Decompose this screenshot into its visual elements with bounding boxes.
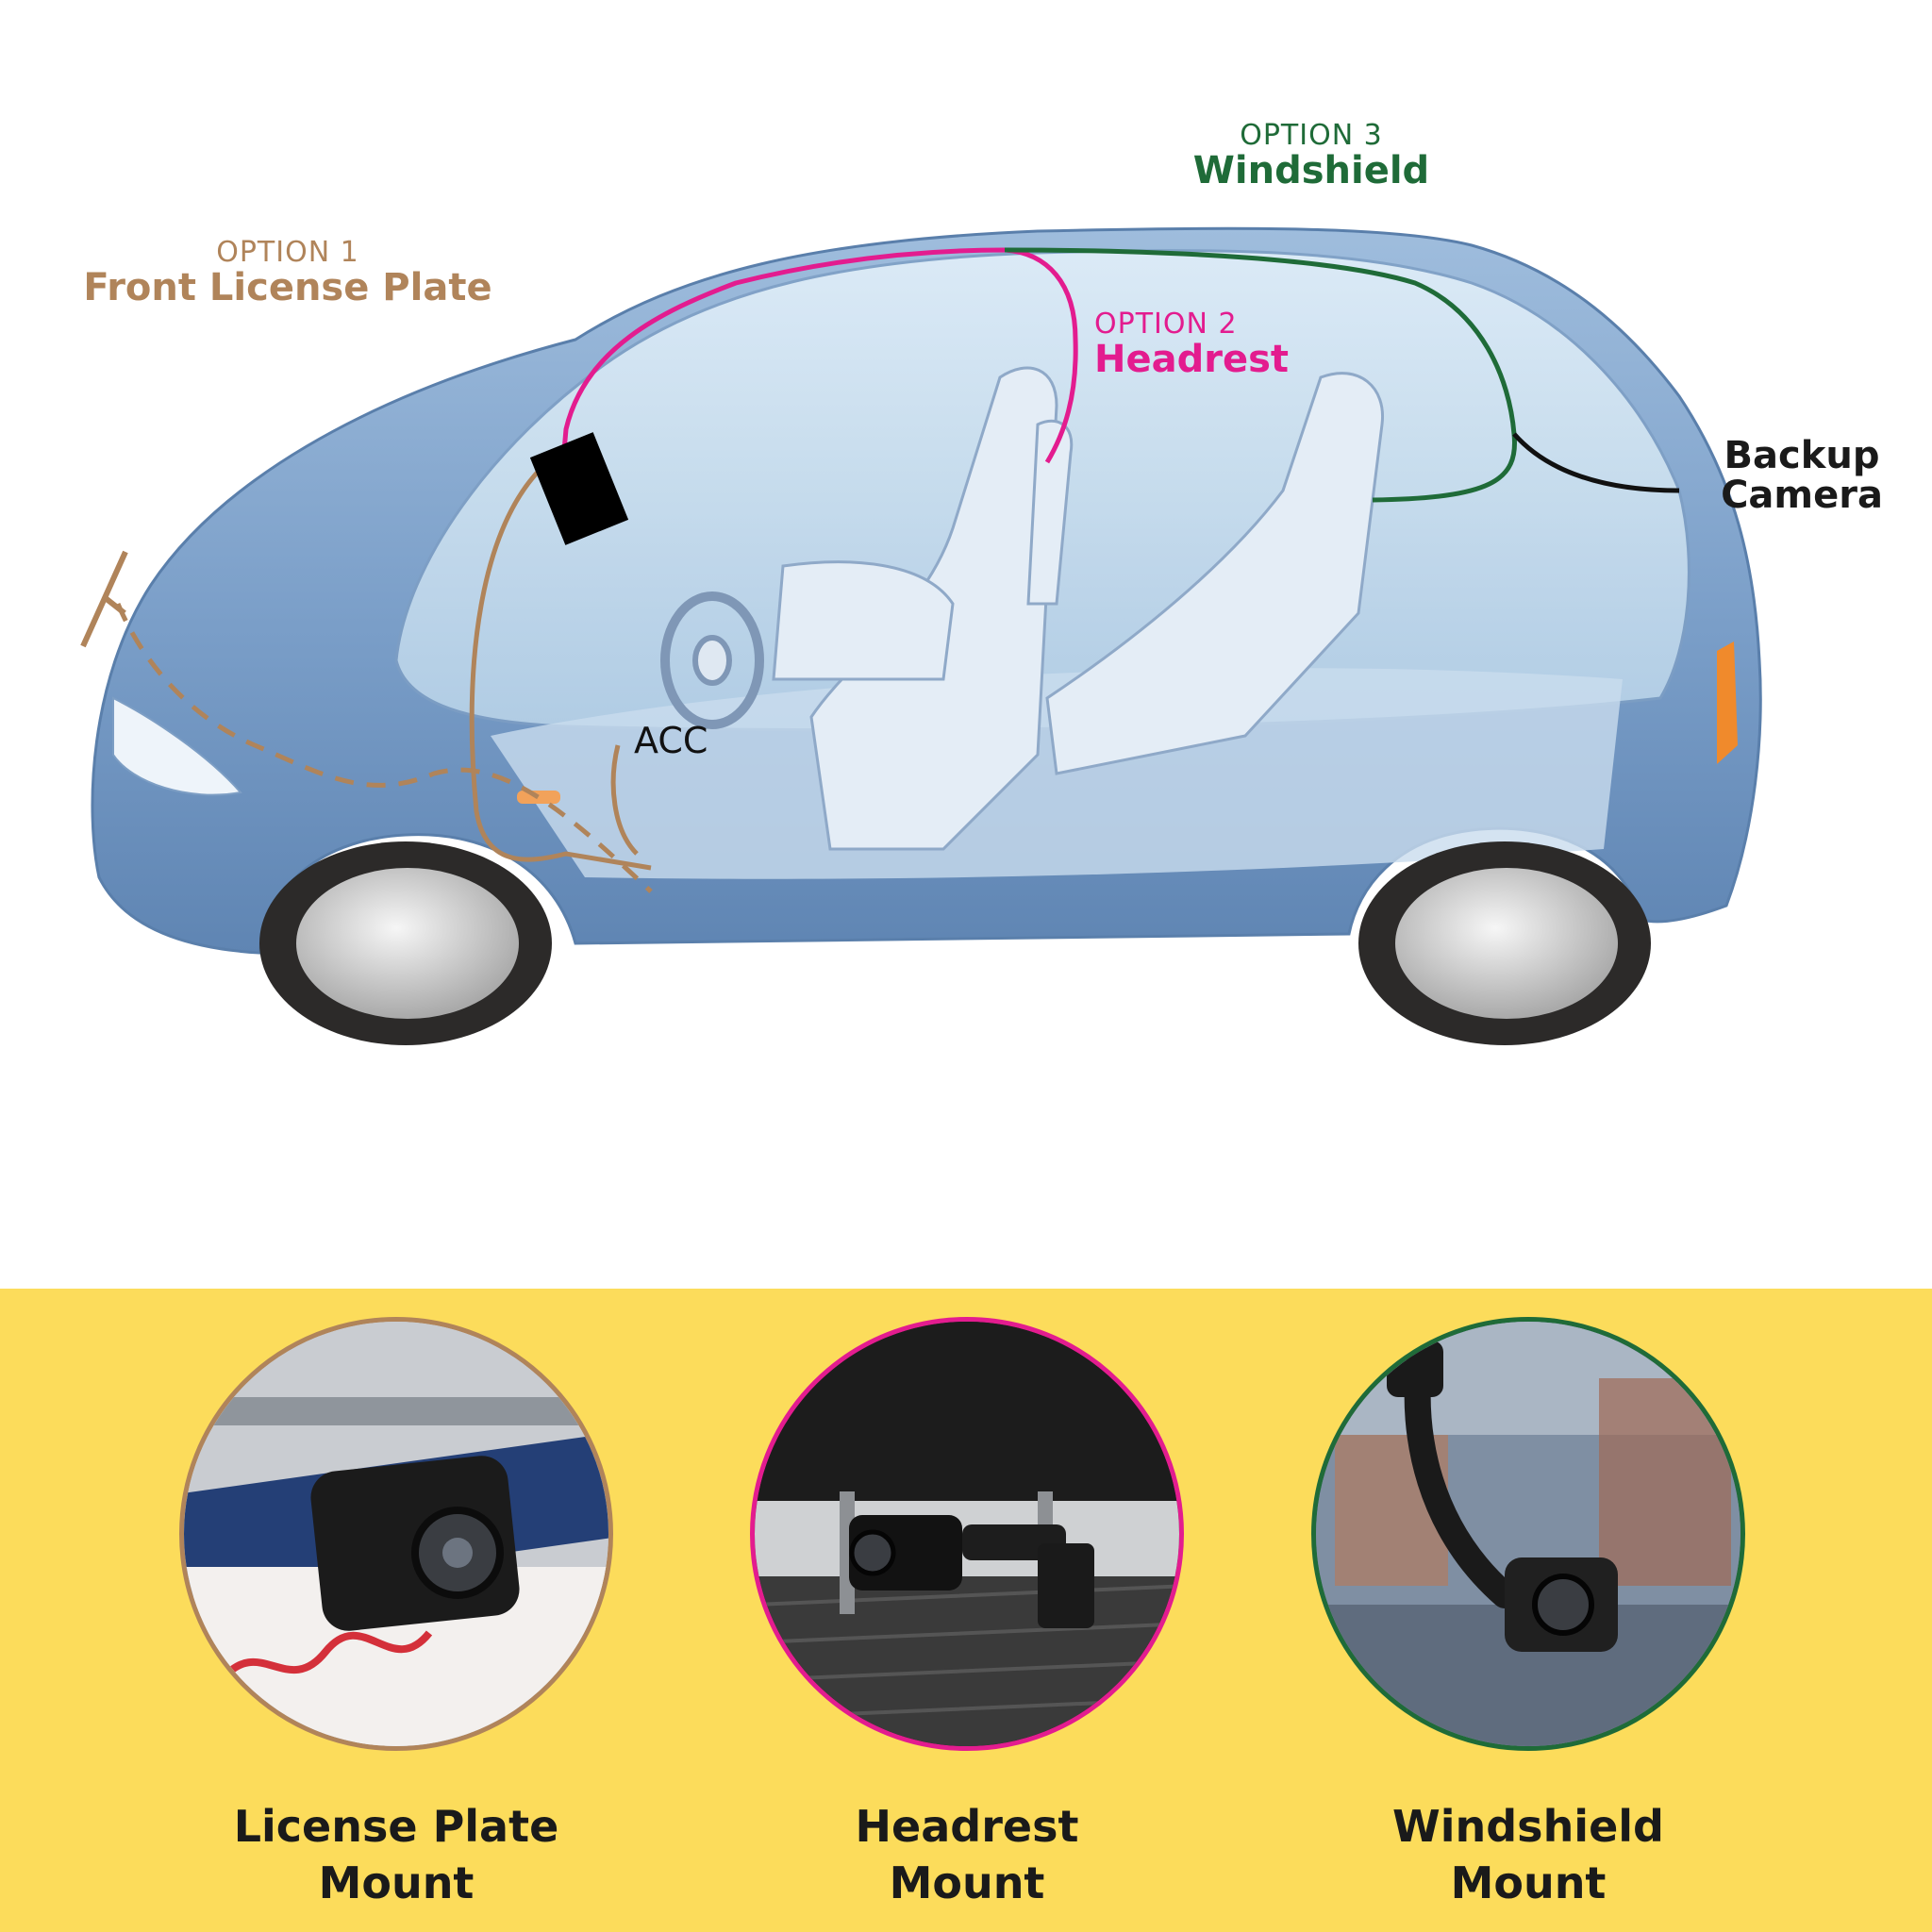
option1-plate-mark xyxy=(80,550,128,648)
mount-options-panel: License Plate Mount Headrest Mount Winds… xyxy=(0,1289,1932,1932)
side-marker xyxy=(517,791,560,804)
rear-light xyxy=(1717,641,1738,764)
license-plate-mount-caption: License Plate Mount xyxy=(179,1798,613,1911)
option3-kicker: OPTION 3 xyxy=(1240,119,1383,152)
option2-kicker: OPTION 2 xyxy=(1094,308,1238,341)
license-plate-mount-photo xyxy=(179,1317,613,1751)
headrest-mount-photo xyxy=(750,1317,1184,1751)
option2-label: OPTION 2 Headrest xyxy=(1094,309,1302,379)
windshield-mount-photo xyxy=(1311,1317,1745,1751)
option3-title: Windshield xyxy=(1192,148,1430,192)
car-wiring-diagram xyxy=(80,226,1762,1045)
backup-label-line1: Backup xyxy=(1724,434,1880,477)
option1-acc-wire xyxy=(610,744,639,856)
steering-wheel xyxy=(660,591,764,729)
option3-wire xyxy=(1004,247,1518,503)
option1-kicker: OPTION 1 xyxy=(216,236,359,269)
license-plate-caption-line1: License Plate xyxy=(233,1801,559,1852)
option2-title: Headrest xyxy=(1094,337,1290,381)
seats xyxy=(772,366,1385,851)
windshield-caption-line1: Windshield xyxy=(1392,1801,1664,1852)
option1-dashed-wire xyxy=(115,603,653,893)
front-wheel xyxy=(259,841,552,1045)
backup-label-line2: Camera xyxy=(1721,474,1883,517)
option1-title: Front License Plate xyxy=(83,265,492,309)
backup-camera-wire xyxy=(1512,432,1680,493)
rear-wheel xyxy=(1358,841,1651,1045)
dash-camera-unit xyxy=(529,432,629,545)
headrest-caption-line2: Mount xyxy=(889,1857,1045,1908)
license-plate-caption-line2: Mount xyxy=(318,1857,475,1908)
option1-label: OPTION 1 Front License Plate xyxy=(57,238,519,308)
windshield-mount-caption: Windshield Mount xyxy=(1311,1798,1745,1911)
backup-camera-label: Backup Camera xyxy=(1698,436,1906,515)
option2-wire xyxy=(561,247,1078,464)
windshield-caption-line2: Mount xyxy=(1450,1857,1607,1908)
acc-label: ACC xyxy=(634,720,708,761)
headrest-mount-caption: Headrest Mount xyxy=(750,1798,1184,1911)
option1-wire xyxy=(469,441,652,871)
headlight xyxy=(112,696,242,796)
option3-label: OPTION 3 Windshield xyxy=(1170,121,1453,191)
headrest-caption-line1: Headrest xyxy=(855,1801,1079,1852)
